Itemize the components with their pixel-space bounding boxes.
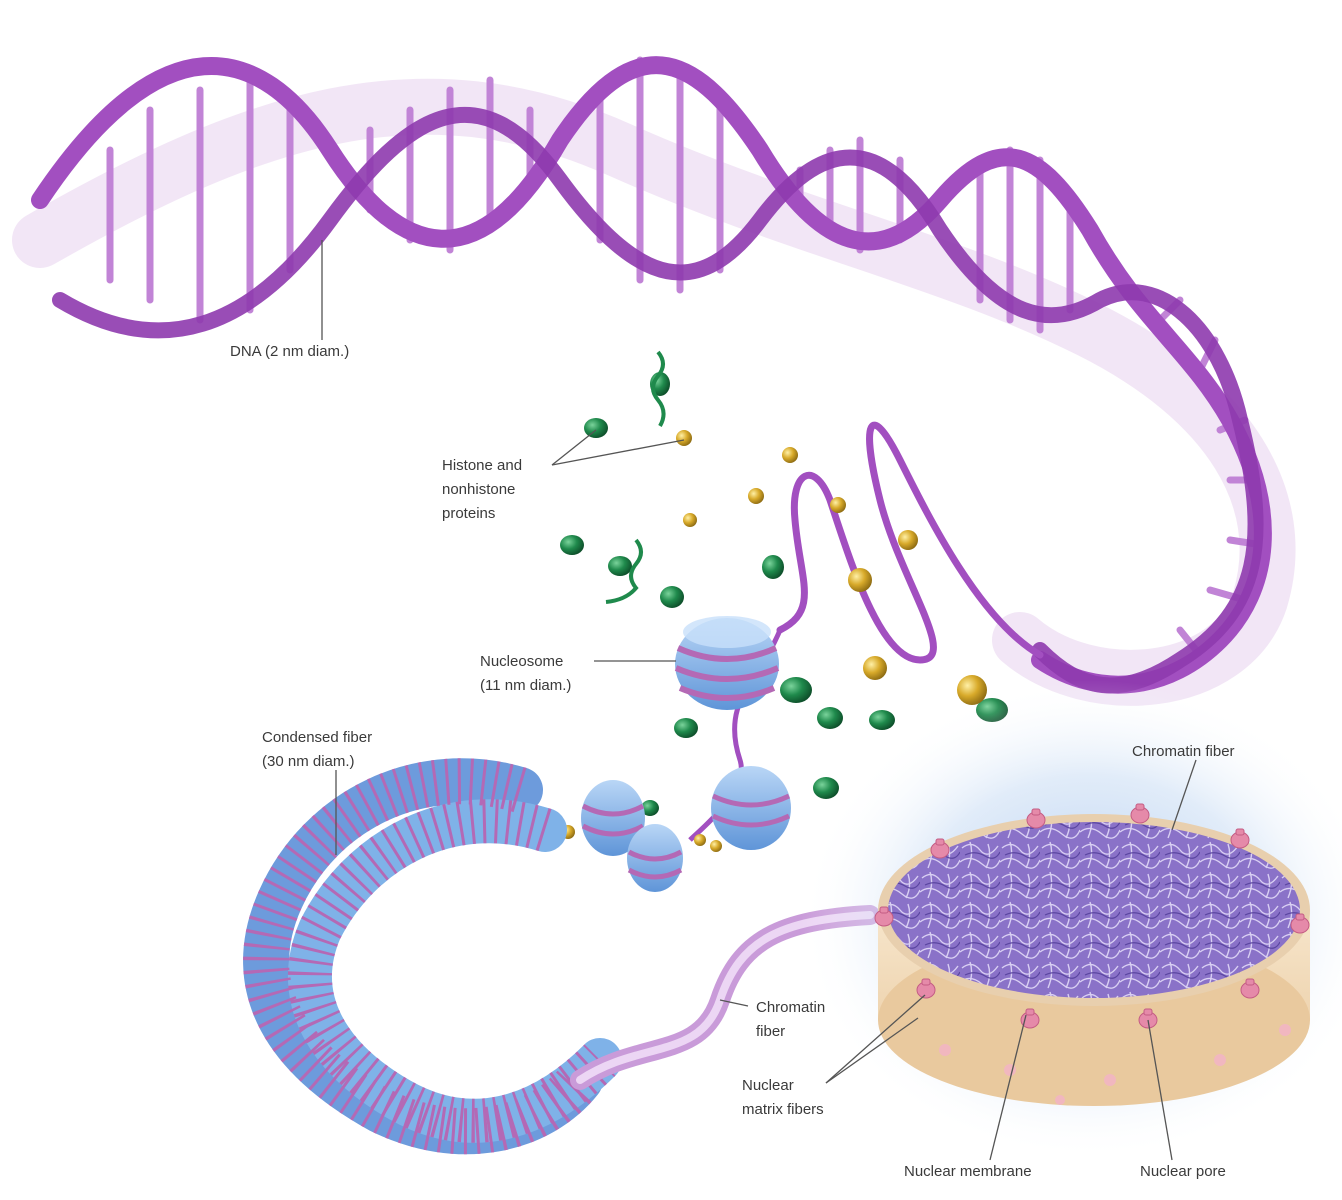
- label-condensed-line1: Condensed fiber: [262, 729, 372, 746]
- label-dna: DNA (2 nm diam.): [230, 343, 349, 360]
- nucleosome-right: [711, 766, 791, 850]
- nucleosome-main: [675, 616, 779, 710]
- label-nuclear-pore: Nuclear pore: [1140, 1163, 1226, 1180]
- nucleosome-chain: [549, 616, 791, 892]
- label-histone-line1: Histone and: [442, 457, 522, 474]
- label-chromatin-top: Chromatin fiber: [1132, 743, 1235, 760]
- label-chromatin-mid-line1: Chromatin: [756, 999, 825, 1016]
- nucleus: [800, 680, 1342, 1160]
- label-histone-line2: nonhistone: [442, 481, 515, 498]
- label-condensed-line2: (30 nm diam.): [262, 753, 355, 770]
- label-nuclear-membrane: Nuclear membrane: [904, 1163, 1032, 1180]
- label-matrix-line1: Nuclear: [742, 1077, 794, 1094]
- dna-helix: [40, 60, 1268, 685]
- label-nucleosome-line2: (11 nm diam.): [480, 677, 571, 694]
- label-nucleosome-line1: Nucleosome: [480, 653, 563, 670]
- label-chromatin-mid-line2: fiber: [756, 1023, 785, 1040]
- nucleosome-left: [581, 780, 683, 892]
- label-histone-line3: proteins: [442, 505, 495, 522]
- label-matrix-line2: matrix fibers: [742, 1101, 824, 1118]
